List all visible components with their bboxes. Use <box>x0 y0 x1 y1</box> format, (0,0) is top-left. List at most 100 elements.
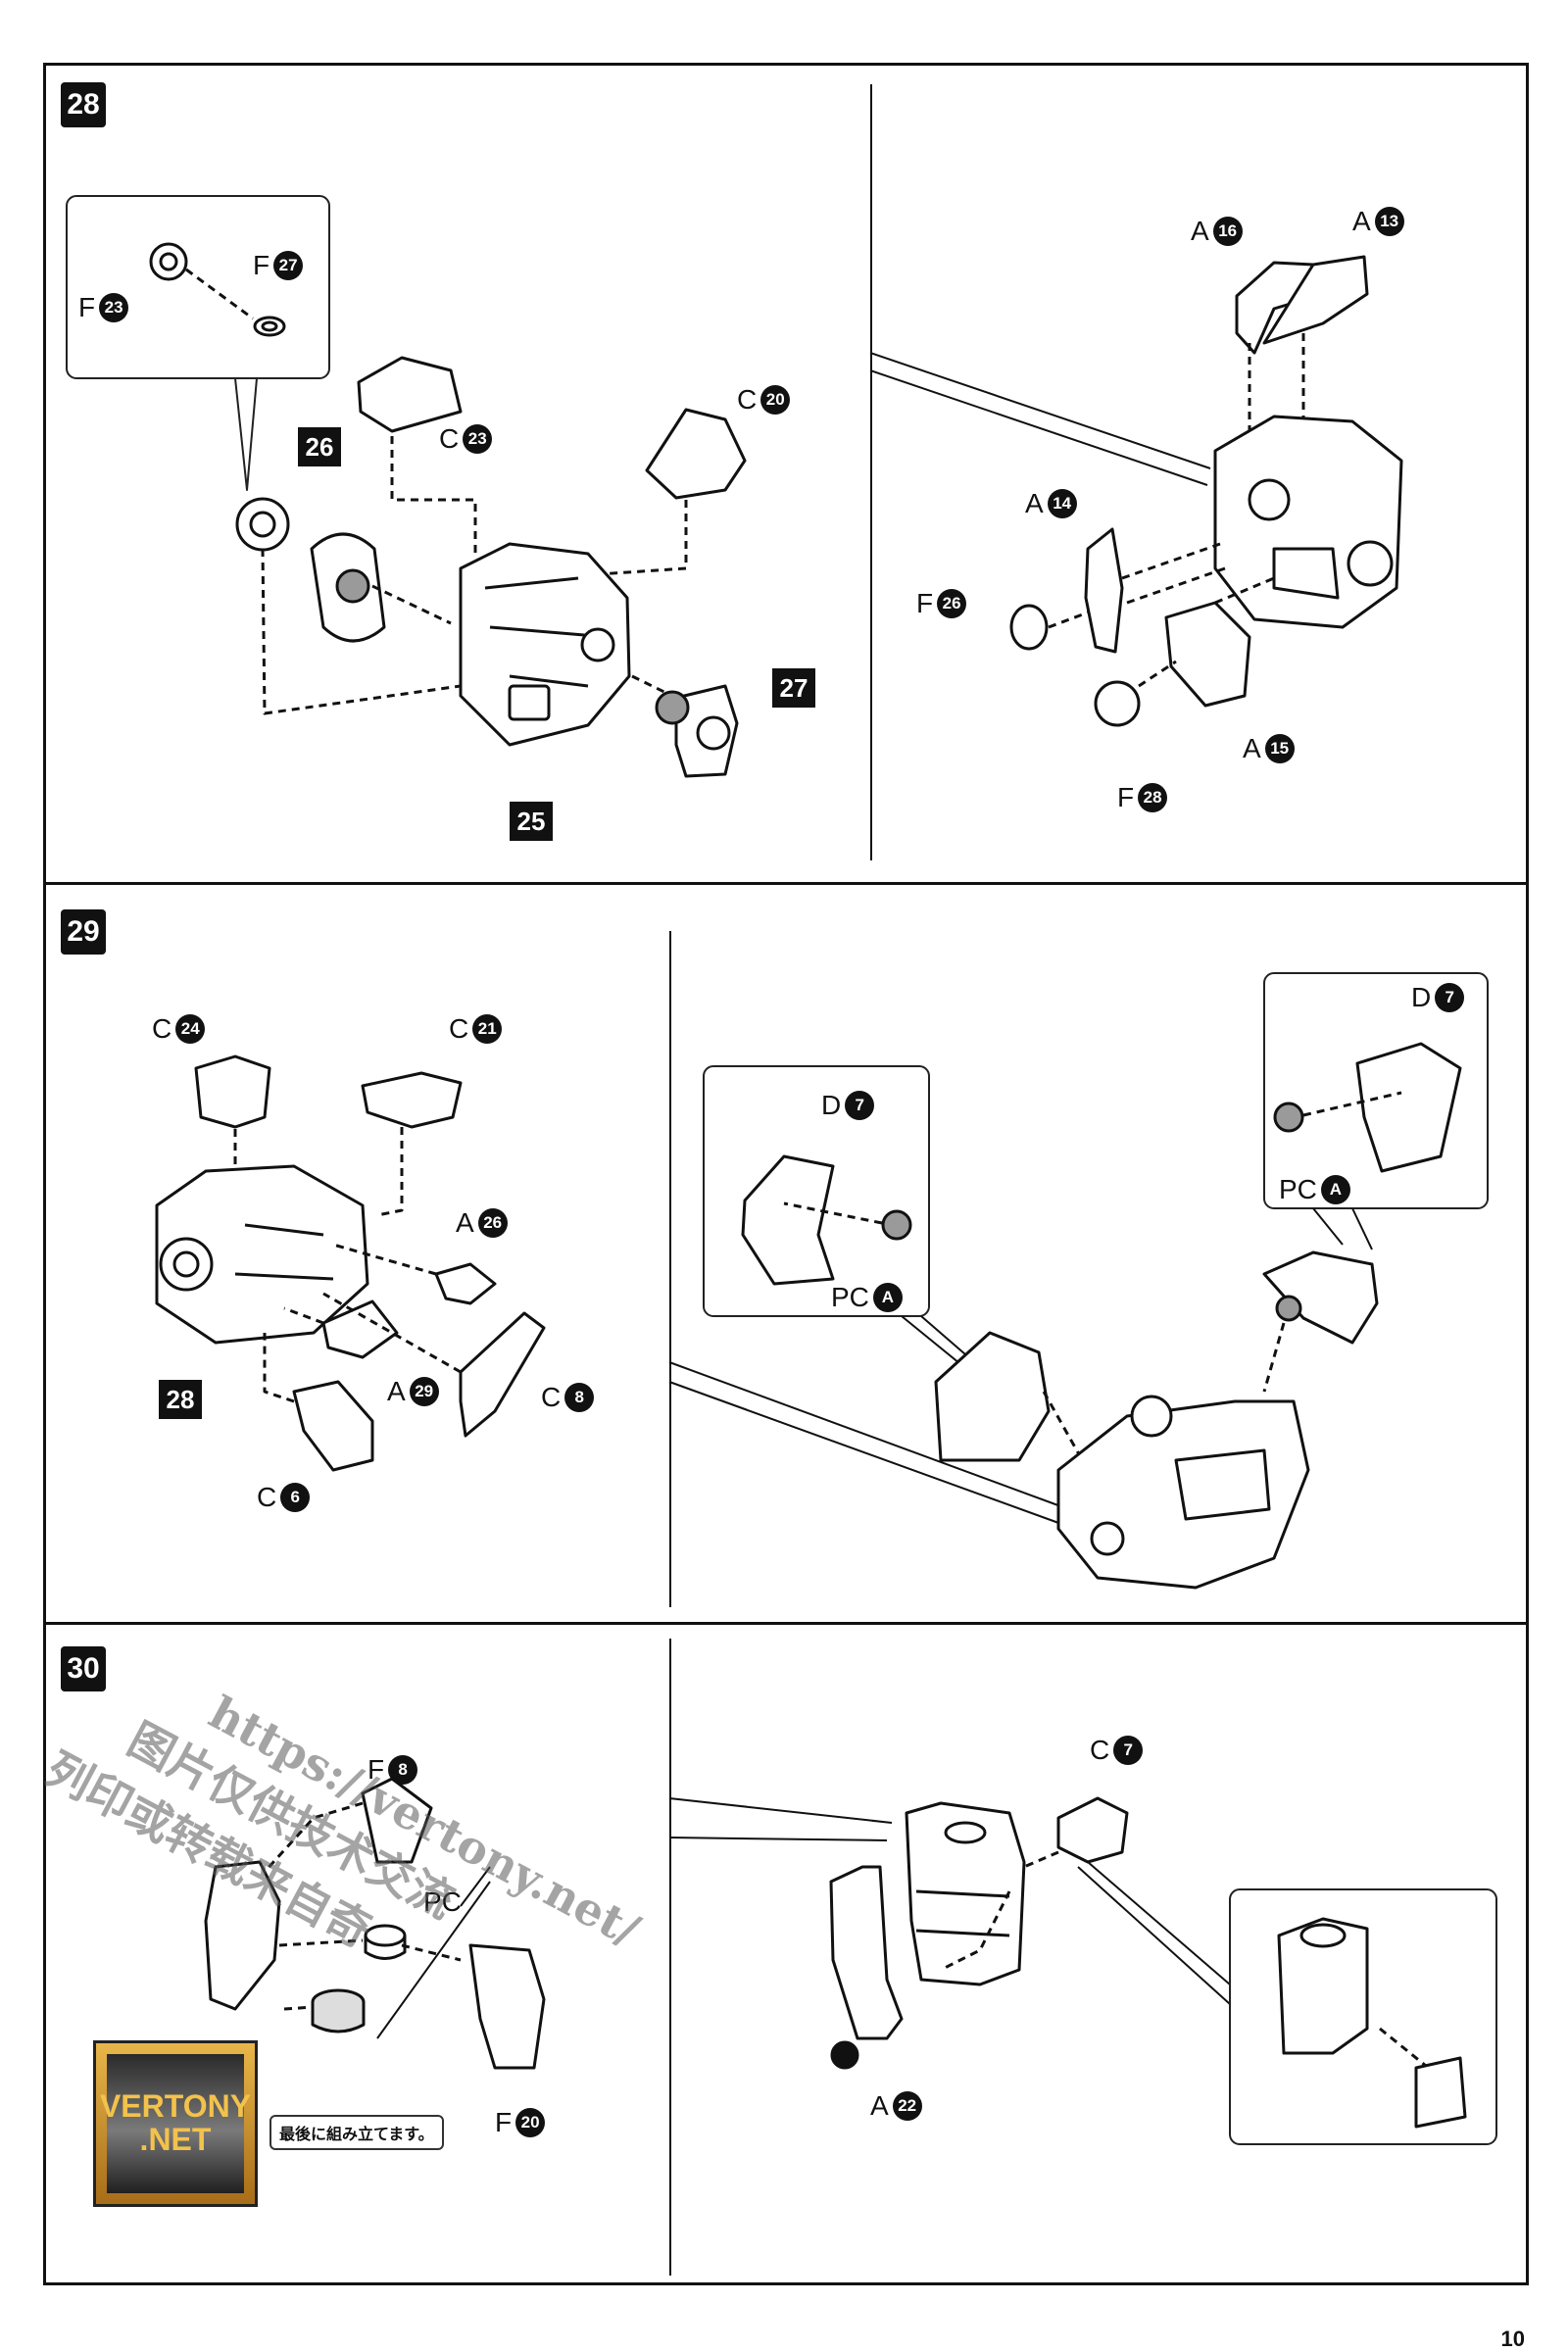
step29-part-a29 <box>283 1299 399 1359</box>
logo-line-2: .NET <box>139 2122 212 2157</box>
step29-part-shield-left <box>934 1331 1090 1471</box>
callout-a14-letter: A <box>1025 488 1044 518</box>
callout-c7-num: 7 <box>1113 1736 1144 1765</box>
callout-a16-num: 16 <box>1212 217 1243 246</box>
callout-c23-letter: C <box>439 423 460 454</box>
callout-a22-num: 22 <box>892 2091 922 2121</box>
callout-c8-num: 8 <box>564 1383 595 1412</box>
callout-f23-letter: F <box>78 292 96 322</box>
divider-step28 <box>870 84 872 860</box>
callout-pca-left-letter: PC <box>831 1282 869 1312</box>
step29-pointer-lines <box>668 1361 1064 1525</box>
callout-d7-right-num: 7 <box>1435 983 1465 1012</box>
callout-a13-num: 13 <box>1374 207 1404 236</box>
step30-part-c7 <box>1023 1796 1231 2005</box>
step28-part-27 <box>655 684 739 778</box>
step28-part-c23 <box>357 356 477 554</box>
callout-pc-text: PC <box>423 1886 462 1917</box>
vertony-logo: VERTONY .NET <box>93 2040 258 2207</box>
step-30-badge: 30 <box>61 1646 106 1691</box>
callout-a15-letter: A <box>1243 733 1261 763</box>
callout-c20-num: 20 <box>760 385 791 415</box>
callout-pca-left-num: A <box>872 1283 903 1312</box>
step29-detail-box-right <box>1263 972 1489 1250</box>
step29-torso <box>1056 1395 1310 1590</box>
step30-pointer-lines <box>668 1797 893 1841</box>
step29-detail-box-left <box>703 1065 981 1373</box>
step28-part-a16-a13 <box>1235 255 1369 441</box>
step30-detail-box <box>1229 1888 1497 2145</box>
step29-part-c6 <box>263 1333 374 1472</box>
step28-torso <box>1213 415 1403 629</box>
divider-step29 <box>669 931 671 1607</box>
part-number-26: 26 <box>298 427 341 466</box>
logo-line-1: VERTONY <box>99 2088 252 2125</box>
callout-a14-num: 14 <box>1047 489 1077 518</box>
callout-f26-letter: F <box>916 588 934 618</box>
step30-pc-caps <box>278 1866 491 2039</box>
step29-part-shield-right <box>1262 1250 1379 1393</box>
step-28-badge: 28 <box>61 82 106 127</box>
step28-ball-joint <box>235 497 462 715</box>
callout-a26-letter: A <box>456 1207 474 1238</box>
callout-pca-right-num: A <box>1320 1175 1350 1204</box>
callout-c20-letter: C <box>737 384 758 415</box>
callout-d7-left-num: 7 <box>845 1091 875 1120</box>
step29-part-c21 <box>361 1071 463 1217</box>
callout-f28-num: 28 <box>1138 783 1168 812</box>
callout-f8-num: 8 <box>388 1755 418 1785</box>
part-number-27: 27 <box>772 668 815 708</box>
step29-part-c8 <box>322 1292 546 1438</box>
divider-step30 <box>669 1639 671 2276</box>
callout-c8-letter: C <box>541 1382 562 1412</box>
callout-c23-num: 23 <box>463 424 493 454</box>
step28-part-a14 <box>1084 527 1226 654</box>
callout-a15-num: 15 <box>1264 734 1295 763</box>
callout-c24-num: 24 <box>175 1014 206 1044</box>
callout-c6-letter: C <box>257 1482 277 1512</box>
callout-f20-letter: F <box>495 2107 513 2137</box>
callout-pc: PC <box>423 1886 462 1918</box>
step28-part-a15 <box>1164 576 1275 708</box>
step29-body-28 <box>155 1164 369 1345</box>
part-number-28: 28 <box>159 1380 202 1419</box>
vertony-logo-inner: VERTONY .NET <box>100 2054 251 2193</box>
callout-f28-letter: F <box>1117 782 1135 812</box>
step28-part-26 <box>310 532 452 643</box>
callout-c6-num: 6 <box>280 1483 311 1512</box>
callout-f27-letter: F <box>253 250 270 280</box>
page-number: 10 <box>1500 2327 1525 2351</box>
step30-part-a22 <box>829 1865 904 2070</box>
callout-c21-letter: C <box>449 1013 469 1044</box>
callout-d7-right-letter: D <box>1411 982 1432 1012</box>
callout-c24-letter: C <box>152 1013 172 1044</box>
callout-a29-letter: A <box>387 1376 406 1406</box>
step28-body-25 <box>459 542 677 747</box>
callout-a22-letter: A <box>870 2090 889 2121</box>
step30-part-f8 <box>263 1777 433 1874</box>
step29-part-a26 <box>332 1243 497 1305</box>
step28-part-f28 <box>1094 660 1177 727</box>
callout-f27-num: 27 <box>273 251 304 280</box>
callout-c7-letter: C <box>1090 1735 1110 1765</box>
